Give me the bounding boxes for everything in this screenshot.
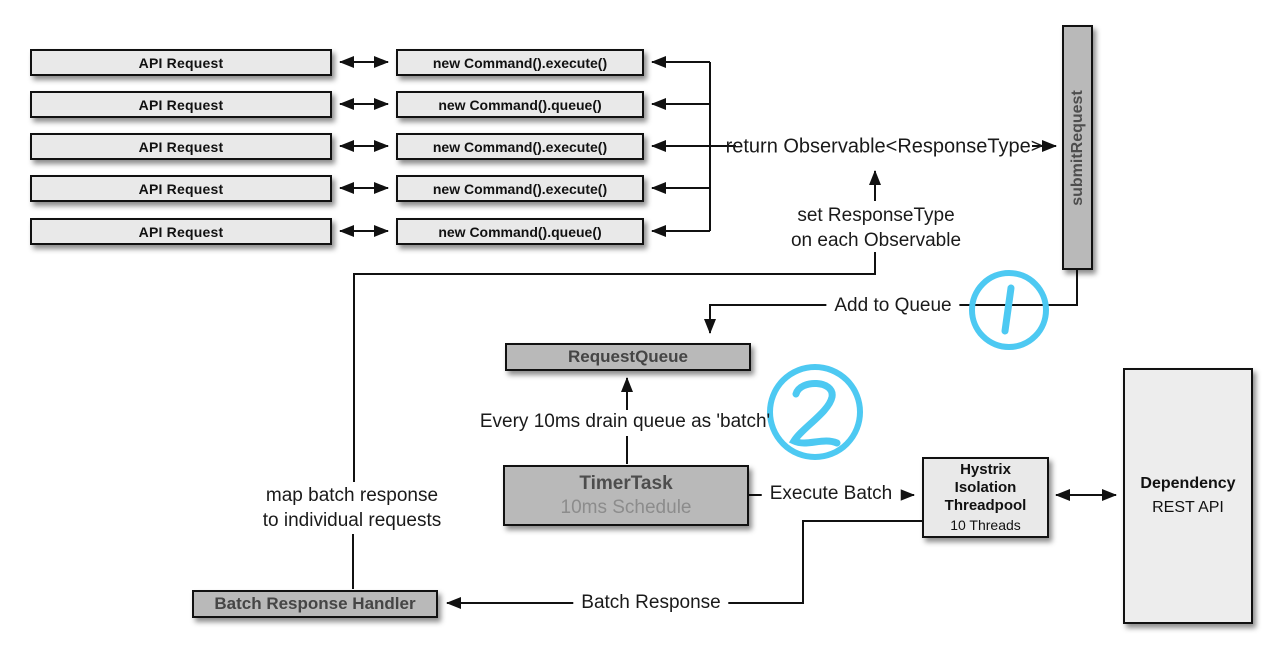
api-request-box: API Request (30, 218, 332, 245)
hystrix-threadpool-box: Hystrix Isolation Threadpool 10 Threads (922, 457, 1049, 538)
timer-task-title: TimerTask (579, 472, 673, 494)
api-request-label: API Request (138, 96, 224, 113)
set-responsetype-label: set ResponseType on each Observable (791, 203, 961, 253)
command-box: new Command().queue() (396, 218, 644, 245)
map-batch-line2: to individual requests (262, 510, 442, 531)
execute-batch-label: Execute Batch (761, 483, 901, 505)
return-observable-label: return Observable<ResponseType> (725, 135, 1043, 158)
map-batch-response-label: map batch response to individual request… (263, 483, 442, 533)
batch-response-handler-label: Batch Response Handler (214, 594, 416, 613)
command-label: new Command().execute() (432, 54, 608, 71)
command-label: new Command().execute() (432, 138, 608, 155)
command-box: new Command().queue() (396, 91, 644, 118)
command-label: new Command().queue() (438, 223, 602, 240)
timer-task-box: TimerTask 10ms Schedule (503, 465, 749, 526)
dependency-subtitle: REST API (1152, 499, 1224, 516)
api-request-box: API Request (30, 175, 332, 202)
request-queue-label: RequestQueue (568, 347, 688, 366)
api-request-label: API Request (138, 54, 224, 71)
step-1-annotation (969, 270, 1049, 350)
dependency-box: Dependency REST API (1123, 368, 1253, 624)
command-label: new Command().execute() (432, 180, 608, 197)
hystrix-line3: Threadpool (944, 497, 1027, 514)
batch-response-handler-box: Batch Response Handler (192, 590, 438, 618)
batch-response-path (446, 520, 922, 609)
drain-queue-label: Every 10ms drain queue as 'batch' (479, 411, 771, 432)
api-request-label: API Request (138, 138, 224, 155)
add-to-queue-label: Add to Queue (826, 295, 960, 317)
submit-request-bar: submitRequest (1062, 25, 1093, 270)
command-box: new Command().execute() (396, 133, 644, 160)
map-response-connector (353, 252, 876, 482)
dependency-title: Dependency (1140, 475, 1236, 492)
set-responsetype-line1: set ResponseType (797, 205, 955, 226)
timer-task-subtitle: 10ms Schedule (560, 496, 692, 518)
api-request-box: API Request (30, 49, 332, 76)
command-box: new Command().execute() (396, 49, 644, 76)
map-batch-line1: map batch response (265, 485, 439, 506)
api-request-label: API Request (138, 223, 224, 240)
api-request-box: API Request (30, 133, 332, 160)
step-2-annotation (767, 364, 863, 460)
api-request-box: API Request (30, 91, 332, 118)
hystrix-line4: 10 Threads (950, 517, 1021, 533)
api-request-label: API Request (138, 180, 224, 197)
command-label: new Command().queue() (438, 96, 602, 113)
batch-response-label: Batch Response (573, 592, 729, 614)
set-responsetype-line2: on each Observable (790, 230, 962, 251)
request-queue-box: RequestQueue (505, 343, 751, 371)
command-box: new Command().execute() (396, 175, 644, 202)
submit-request-label: submitRequest (1068, 89, 1086, 206)
hystrix-line1: Hystrix (960, 461, 1011, 478)
hystrix-line2: Isolation (954, 479, 1017, 496)
